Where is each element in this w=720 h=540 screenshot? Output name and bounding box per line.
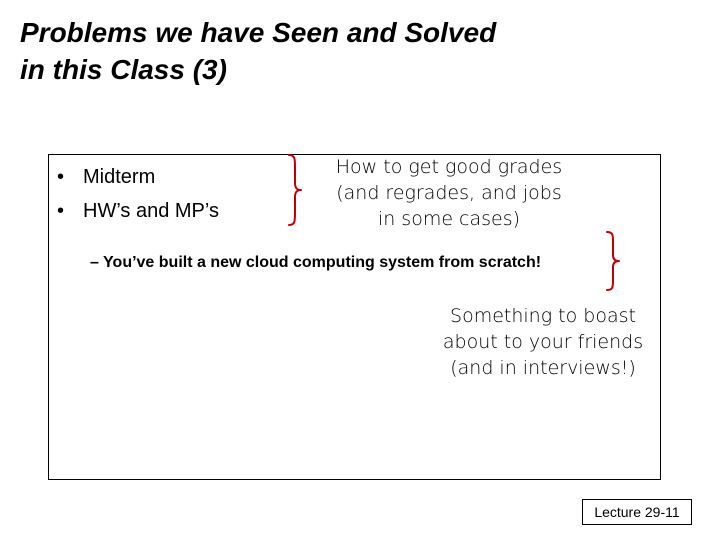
lecture-number-label: Lecture 29-11 bbox=[582, 499, 692, 525]
grades-note: How to get good grades (and regrades, an… bbox=[335, 156, 563, 230]
sub-bullet-cloud-system: – You’ve built a new cloud computing sys… bbox=[90, 254, 542, 271]
content-frame bbox=[48, 154, 661, 480]
boast-note: Something to boast about to your friends… bbox=[442, 305, 644, 379]
right-curly-brace-icon bbox=[606, 231, 620, 291]
bullet-item-midterm: Midterm bbox=[55, 160, 219, 194]
bullet-list: Midterm HW’s and MP’s bbox=[55, 160, 219, 228]
slide-title: Problems we have Seen and Solved in this… bbox=[20, 17, 497, 85]
bullet-item-homework: HW’s and MP’s bbox=[55, 194, 219, 228]
right-curly-brace-icon bbox=[288, 154, 302, 226]
